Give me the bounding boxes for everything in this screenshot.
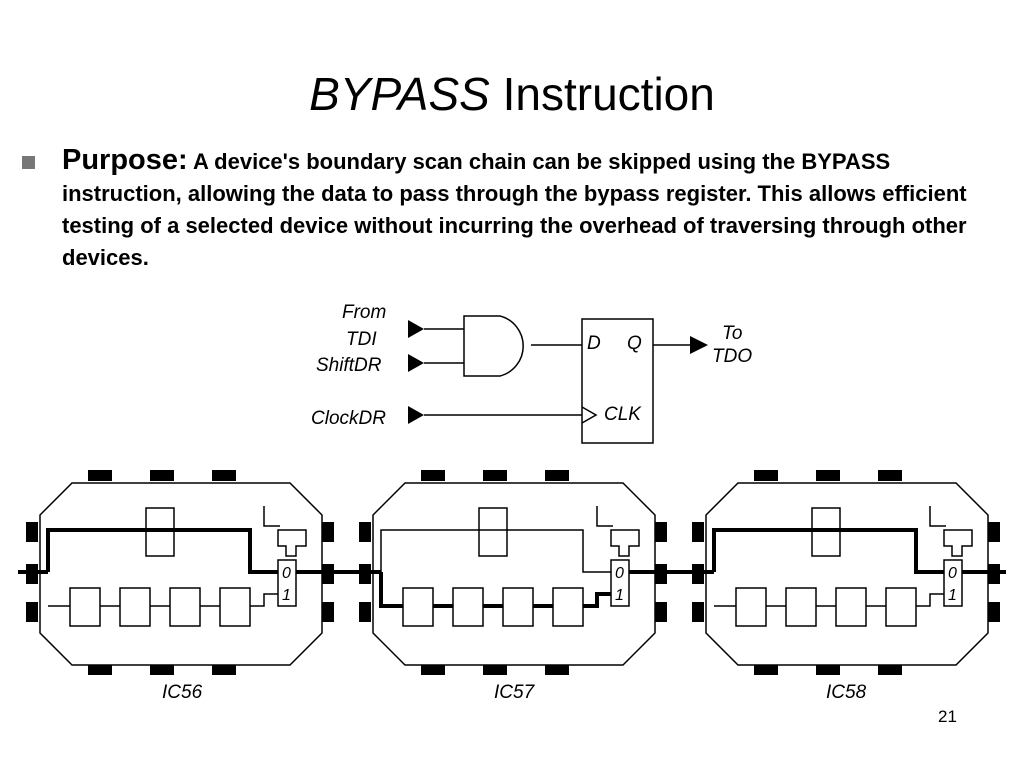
chip-label-ic57: IC57: [494, 682, 536, 703]
title-italic: BYPASS: [309, 68, 490, 120]
purpose-bullet: Purpose: A device's boundary scan chain …: [62, 144, 992, 274]
mux-input-1: 1: [948, 587, 957, 604]
purpose-lead: Purpose:: [62, 144, 188, 176]
from-tdi-arrow-icon: [408, 320, 424, 338]
page-number: 21: [938, 707, 957, 726]
active-bypass-path: [712, 528, 944, 574]
label-clockdr: ClockDR: [311, 408, 386, 429]
label-clk: CLK: [604, 404, 642, 425]
mux: [943, 559, 963, 607]
flip-flop: [581, 318, 654, 444]
and-gate: [463, 315, 524, 377]
chip-ic58: 0 1: [692, 470, 1006, 675]
boundary-cells: [735, 587, 917, 627]
mux-input-0: 0: [615, 565, 624, 582]
chip-pins: [359, 470, 667, 675]
bypass-circuit: [424, 315, 690, 444]
label-q: Q: [627, 333, 642, 354]
chip-outline: [372, 482, 656, 666]
label-from: From: [342, 302, 386, 323]
active-bypass-path: [46, 528, 278, 574]
boundary-cells: [402, 587, 584, 627]
chip-label-ic58: IC58: [826, 682, 867, 703]
active-scan-path: [379, 572, 611, 608]
chip-ic56: 0 1: [18, 470, 334, 675]
clockdr-arrow-icon: [408, 406, 424, 424]
shiftdr-arrow-icon: [408, 354, 424, 372]
title-rest: Instruction: [502, 68, 715, 120]
purpose-text: A device's boundary scan chain can be sk…: [62, 149, 967, 270]
to-tdo-arrow-icon: [690, 336, 708, 354]
circuit-arrows: [408, 320, 708, 424]
label-d: D: [587, 333, 601, 354]
chip-ic57: 0 1: [359, 470, 667, 675]
mux-input-0: 0: [282, 565, 291, 582]
label-tdo: TDO: [712, 346, 752, 367]
bypass-register: [478, 507, 508, 557]
label-to: To: [722, 323, 742, 344]
mux-input-1: 1: [282, 587, 291, 604]
chip-pins: [26, 470, 334, 675]
chip-pins: [692, 470, 1000, 675]
chip-label-ic56: IC56: [162, 682, 203, 703]
label-shiftdr: ShiftDR: [316, 355, 382, 376]
mux: [277, 559, 297, 607]
mux: [610, 559, 630, 607]
label-tdi: TDI: [346, 329, 377, 350]
mux-input-1: 1: [615, 587, 624, 604]
mux-input-0: 0: [948, 565, 957, 582]
slide-title: BYPASS Instruction: [0, 66, 1024, 122]
boundary-cells: [69, 587, 251, 627]
bullet-square-icon: [22, 156, 35, 169]
